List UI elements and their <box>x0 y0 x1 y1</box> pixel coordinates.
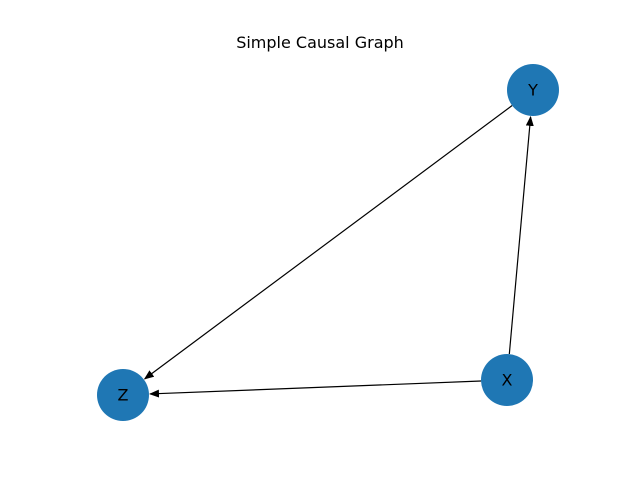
node-y: Y <box>507 64 559 116</box>
edge-x-to-z <box>148 380 482 398</box>
node-circle-x <box>481 354 533 406</box>
node-label-x: X <box>502 371 513 390</box>
node-circle-z <box>97 369 149 421</box>
edges-layer <box>143 105 534 398</box>
edge-y-to-z <box>143 105 513 380</box>
diagram-title: Simple Causal Graph <box>236 33 404 52</box>
node-label-z: Z <box>118 386 129 405</box>
nodes-layer: Y X Z <box>97 64 559 421</box>
node-label-y: Y <box>527 81 538 100</box>
edge-x-to-y <box>508 115 534 355</box>
node-z: Z <box>97 369 149 421</box>
node-x: X <box>481 354 533 406</box>
node-circle-y <box>507 64 559 116</box>
